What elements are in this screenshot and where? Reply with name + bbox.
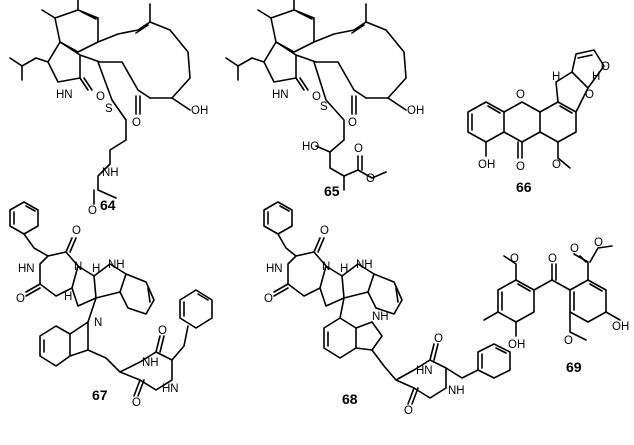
- atom-label: OH: [407, 105, 424, 117]
- atom-label: O: [158, 325, 167, 337]
- atom-label: O: [132, 397, 141, 409]
- atom-label: NH: [356, 259, 373, 271]
- atom-label: O: [348, 117, 357, 129]
- atom-label: H: [340, 263, 348, 275]
- atom-label: OH: [508, 339, 525, 351]
- atom-label: O: [88, 205, 97, 217]
- atom-label: HN: [162, 383, 179, 395]
- compound-65: HN O S OH O HO O O 65: [225, 0, 424, 199]
- atom-label: N: [94, 317, 102, 329]
- atom-label: N: [322, 261, 330, 273]
- compound-67: HN O O N H NH N NH HN O O H 67: [9, 201, 213, 409]
- atom-label: O: [516, 161, 525, 173]
- atom-label: O: [16, 293, 25, 305]
- atom-label: O: [312, 91, 321, 103]
- atom-label: O: [585, 89, 594, 101]
- atom-label: H: [64, 291, 72, 303]
- atom-label: O: [434, 333, 443, 345]
- atom-label: OH: [191, 105, 208, 117]
- atom-label: HN: [272, 89, 289, 101]
- atom-label: O: [72, 225, 81, 237]
- atom-label: O: [510, 253, 519, 265]
- atom-label: O: [552, 159, 561, 171]
- atom-label: O: [404, 405, 413, 417]
- compound-68: HN O O N H NH NH HN O O NH 68: [263, 201, 511, 417]
- atom-label: H: [552, 71, 560, 83]
- compound-66: O O O H H OH O O 66: [467, 49, 610, 195]
- atom-label: O: [96, 91, 105, 103]
- compound-number-67: 67: [92, 387, 108, 403]
- atom-label: O: [366, 173, 375, 185]
- atom-label: O: [320, 225, 329, 237]
- atom-label: O: [516, 89, 525, 101]
- compound-number-64: 64: [100, 197, 116, 213]
- atom-label: HN: [416, 365, 433, 377]
- atom-label: OH: [478, 159, 495, 171]
- atom-label: OH: [612, 321, 629, 333]
- atom-label: NH: [108, 259, 125, 271]
- atom-label: O: [354, 143, 363, 155]
- atom-label: O: [132, 117, 141, 129]
- compound-number-68: 68: [342, 391, 358, 407]
- atom-label: S: [320, 101, 328, 113]
- compound-number-65: 65: [324, 183, 340, 199]
- compound-69: O O O O OH OH O 69: [483, 237, 629, 375]
- atom-label: S: [105, 103, 113, 115]
- atom-label: O: [548, 253, 557, 265]
- atom-label: N: [74, 261, 82, 273]
- atom-label: O: [264, 293, 273, 305]
- atom-label: O: [564, 335, 573, 347]
- compound-64: HN O S OH O NH O 64: [9, 0, 208, 217]
- atom-label: O: [594, 237, 603, 249]
- atom-label: O: [570, 243, 579, 255]
- atom-label: NH: [142, 357, 159, 369]
- atom-label: HN: [18, 263, 35, 275]
- atom-label: NH: [372, 311, 389, 323]
- atom-label: O: [601, 61, 610, 73]
- atom-label: HN: [266, 263, 283, 275]
- atom-label: HO: [302, 141, 319, 153]
- atom-label: H: [92, 263, 100, 275]
- compound-number-69: 69: [566, 359, 582, 375]
- atom-label: NH: [102, 167, 119, 179]
- compound-number-66: 66: [516, 179, 532, 195]
- atom-label: NH: [448, 385, 465, 397]
- atom-label: H: [592, 71, 600, 83]
- atom-label: HN: [56, 89, 73, 101]
